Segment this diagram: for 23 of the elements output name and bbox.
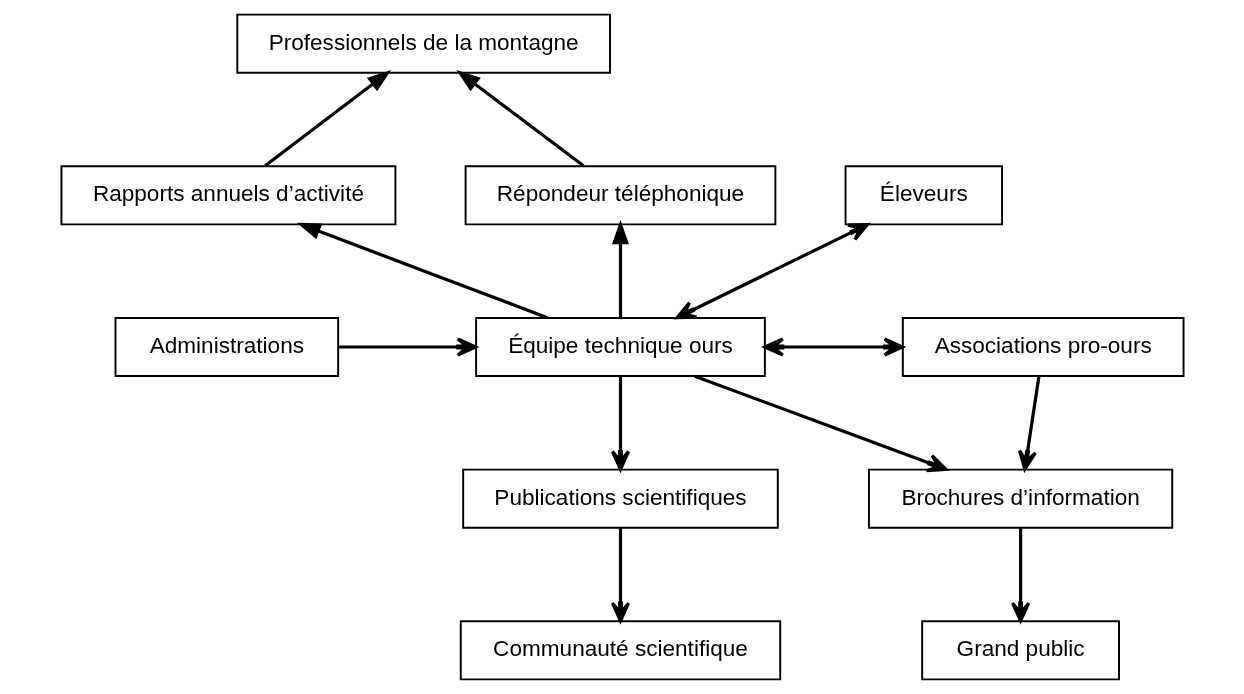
arrow bbox=[1010, 528, 1030, 623]
node-box: Équipe technique ours bbox=[474, 317, 766, 377]
node-box: Communauté scientifique bbox=[459, 620, 781, 681]
node-box: Administrations bbox=[114, 317, 339, 377]
node-box: Brochures d’information bbox=[867, 468, 1173, 529]
arrow bbox=[693, 374, 948, 473]
node-box: Publications scientifiques bbox=[461, 468, 779, 529]
arrow bbox=[610, 528, 630, 623]
arrow bbox=[263, 69, 391, 168]
arrow bbox=[296, 222, 548, 320]
arrow bbox=[611, 219, 629, 318]
arrow bbox=[762, 337, 904, 357]
node-box: Associations pro-ours bbox=[901, 317, 1184, 377]
arrow bbox=[337, 337, 477, 357]
node-box: Rapports annuels d’activité bbox=[60, 165, 396, 226]
node-box: Grand public bbox=[920, 620, 1120, 681]
node-box: Éleveurs bbox=[844, 165, 1003, 226]
arrow bbox=[610, 376, 630, 471]
arrow bbox=[455, 69, 584, 168]
arrow bbox=[674, 222, 869, 320]
arrow bbox=[1017, 376, 1041, 471]
node-box: Répondeur téléphonique bbox=[464, 165, 776, 226]
node-box: Professionnels de la montagne bbox=[235, 13, 611, 74]
